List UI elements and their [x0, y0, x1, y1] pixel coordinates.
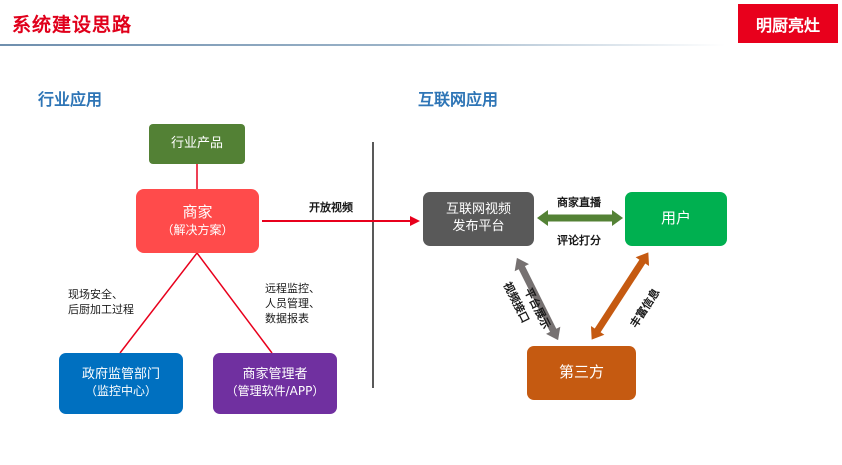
- label-gov-flow: 现场安全、 后厨加工过程: [68, 288, 134, 318]
- page-title: 系统建设思路: [12, 14, 133, 36]
- merchant-manager-box: 商家管理者 （管理软件/APP）: [213, 353, 337, 414]
- connector-merchant-manager: [196, 252, 273, 354]
- merchant-title: 商家: [182, 203, 213, 222]
- title-divider: [0, 44, 725, 46]
- industry-product-box: 行业产品: [149, 124, 245, 164]
- label-manager-line-2: 人员管理、: [265, 296, 320, 310]
- connector-merchant-gov: [119, 252, 198, 354]
- section-title-internet: 互联网应用: [418, 90, 499, 109]
- gov-regulator-subtitle: （监控中心）: [84, 384, 157, 399]
- user-label: 用户: [660, 209, 691, 228]
- merchant-manager-subtitle: （管理软件/APP）: [225, 384, 325, 399]
- third-party-label: 第三方: [558, 363, 604, 382]
- arrow-platform-user: [537, 210, 623, 226]
- label-comment-rating: 评论打分: [557, 234, 601, 247]
- video-platform-box: 互联网视频 发布平台: [423, 192, 534, 246]
- brand-badge: 明厨亮灶: [738, 4, 838, 43]
- video-platform-line-2: 发布平台: [452, 219, 505, 234]
- label-manager-line-3: 数据报表: [265, 311, 309, 325]
- merchant-subtitle: （解决方案）: [161, 222, 234, 237]
- third-party-box: 第三方: [527, 346, 636, 400]
- gov-regulator-box: 政府监管部门 （监控中心）: [59, 353, 183, 414]
- merchant-manager-title: 商家管理者: [242, 367, 308, 383]
- industry-product-label: 行业产品: [170, 135, 223, 151]
- section-title-industry: 行业应用: [38, 90, 103, 109]
- user-box: 用户: [625, 192, 727, 246]
- video-platform-line-1: 互联网视频: [445, 202, 511, 218]
- label-open-video: 开放视频: [309, 201, 353, 214]
- label-manager-flow: 远程监控、 人员管理、 数据报表: [265, 282, 320, 327]
- merchant-box: 商家 （解决方案）: [136, 189, 259, 253]
- gov-regulator-title: 政府监管部门: [81, 367, 160, 383]
- label-manager-line-1: 远程监控、: [265, 282, 320, 295]
- arrow-user-third: [590, 252, 650, 340]
- label-merchant-live: 商家直播: [557, 196, 601, 209]
- label-gov-line-2: 后厨加工过程: [68, 302, 134, 316]
- arrow-platform-third: [514, 257, 561, 341]
- label-gov-line-1: 现场安全、: [68, 288, 123, 301]
